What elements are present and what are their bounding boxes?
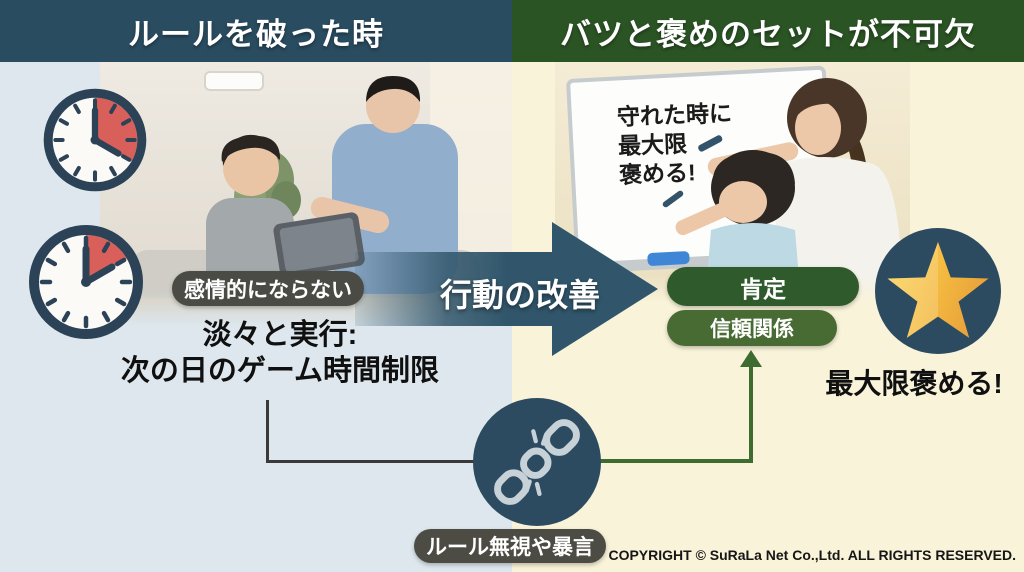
broken-chain-icon: [494, 419, 580, 505]
tablet-art: [273, 212, 365, 278]
green-up-arrow-icon: [740, 350, 762, 367]
header-right-title: バツと褒めのセットが不可欠: [560, 16, 976, 52]
action-line-1: 淡々と実行:: [202, 319, 358, 351]
header-punish-praise-set: バツと褒めのセットが不可欠: [512, 0, 1024, 62]
praise-text: 最大限褒める!: [825, 368, 1003, 399]
arrow-label: 行動の改善: [439, 277, 600, 313]
connector-dark-horizontal: [266, 460, 476, 463]
action-text: 淡々と実行: 次の日のゲーム時間制限: [60, 317, 500, 389]
trust-pill: 信頼関係: [667, 310, 837, 346]
emotion-pill: 感情的にならない: [172, 271, 364, 306]
star-badge: [875, 228, 1001, 354]
clock-icon: [29, 225, 143, 339]
boy-art: [206, 134, 294, 294]
clock-icon: [43, 88, 147, 192]
header-rule-broken: ルールを破った時: [0, 0, 512, 62]
affirmation-pill: 肯定: [667, 267, 859, 306]
gold-star-icon: [887, 241, 989, 338]
copyright-text: COPYRIGHT © SuRaLa Net Co.,Ltd. ALL RIGH…: [608, 547, 1016, 563]
connector-dark-vertical: [266, 400, 269, 463]
action-line-2: 次の日のゲーム時間制限: [120, 355, 440, 387]
connector-green-horizontal: [598, 459, 753, 463]
connector-green-vertical: [749, 366, 753, 462]
big-right-arrow-icon: [355, 222, 658, 356]
violation-pill: ルール無視や暴言: [414, 529, 606, 563]
whiteboard-line: 褒める!: [618, 159, 697, 188]
broken-chain-badge: [473, 398, 601, 526]
whiteboard-note: 守れた時に 最大限 褒める!: [617, 97, 790, 190]
header-left-title: ルールを破った時: [128, 16, 384, 52]
